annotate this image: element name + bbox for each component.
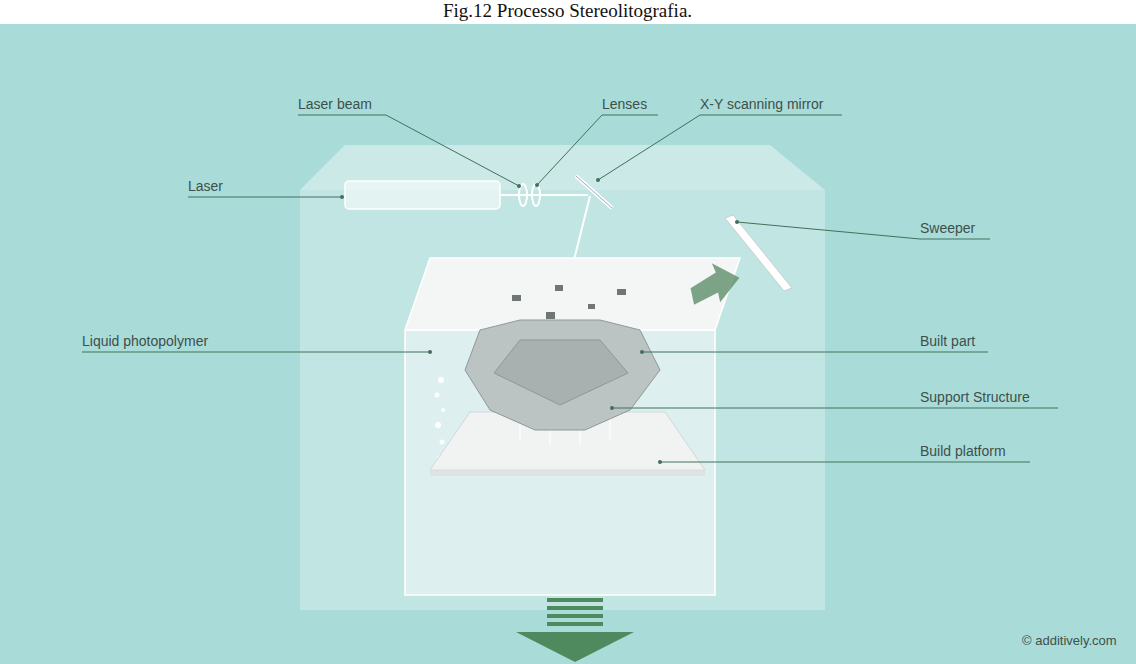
down-arrow	[516, 598, 634, 662]
scanning-mirror	[576, 176, 612, 208]
part-label: Laser beam	[298, 96, 372, 112]
part-label: Laser	[188, 178, 223, 194]
watermark: © additively.com	[1022, 633, 1117, 649]
cured-spots	[512, 285, 626, 319]
sweep-arrow	[686, 258, 743, 308]
build-platform-edge	[430, 470, 705, 476]
resin-surface	[405, 258, 740, 330]
part-label: Liquid photopolymer	[82, 333, 208, 349]
part-label: Support Structure	[920, 389, 1030, 405]
laser-tube	[345, 181, 500, 209]
scanning-mirror-edge	[576, 176, 612, 208]
lens	[532, 184, 540, 206]
part-label: Built part	[920, 333, 975, 349]
leader-lines	[82, 115, 1058, 462]
part-label: Build platform	[920, 443, 1006, 459]
printer-housing	[300, 145, 825, 610]
part-label: X-Y scanning mirror	[700, 96, 823, 112]
background	[0, 24, 1136, 664]
built-part	[465, 320, 660, 430]
part-label: Lenses	[602, 96, 647, 112]
laser-beam	[500, 194, 588, 196]
part-label: Sweeper	[920, 220, 975, 236]
figure-title: Fig.12 Processo Stereolitografia.	[443, 1, 692, 21]
leader-dots	[340, 178, 739, 464]
